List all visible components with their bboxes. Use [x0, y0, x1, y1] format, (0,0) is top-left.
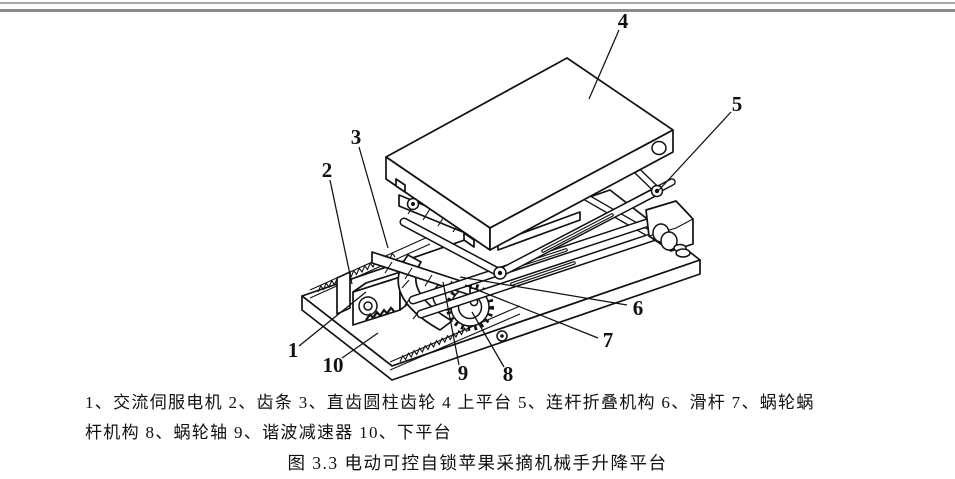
motor-bracket-post: [336, 271, 351, 315]
parts-caption-line-1: 1、交流伺服电机 2、齿条 3、直齿圆柱齿轮 4 上平台 5、连杆折叠机构 6、…: [85, 393, 815, 412]
figure-title: 图 3.3 电动可控自锁苹果采摘机械手升降平台: [287, 453, 668, 473]
upper-platform: [385, 57, 674, 251]
callout-4: 4: [618, 9, 629, 33]
callout-numbers: 1 2 3 4 5 6 7 8 9 10: [288, 9, 743, 386]
callout-5: 5: [732, 92, 743, 116]
platform-notch-1: [395, 178, 406, 193]
callout-8: 8: [503, 362, 514, 386]
callout-7: 7: [603, 328, 614, 352]
platform-mount-rail: [497, 211, 581, 251]
callout-10: 10: [323, 353, 344, 377]
callout-3: 3: [351, 125, 362, 149]
base-rail-front: [389, 305, 521, 363]
callout-2: 2: [322, 158, 333, 182]
parts-caption-line-2: 杆机构 8、蜗轮轴 9、谐波减速器 10、下平台: [85, 423, 452, 442]
upper-platform-right-face: [489, 129, 674, 251]
platform-notch-2: [463, 232, 475, 248]
rack-teeth-front: [399, 327, 468, 363]
callout-6: 6: [633, 296, 644, 320]
page-header-rule-top: [0, 2, 955, 4]
callout-leaders: [298, 29, 732, 368]
base-foot: [645, 200, 694, 258]
rack-coupling: [365, 306, 395, 321]
callout-9: 9: [458, 361, 469, 385]
platform-hole: [651, 140, 667, 156]
scissor-lift-figure: 1 2 3 4 5 6 7 8 9 10: [288, 9, 743, 386]
callout-1: 1: [288, 338, 299, 362]
figure-parts-caption: 1、交流伺服电机 2、齿条 3、直齿圆柱齿轮 4 上平台 5、连杆折叠机构 6、…: [85, 388, 895, 448]
page-header-rule-bottom: [0, 9, 955, 12]
